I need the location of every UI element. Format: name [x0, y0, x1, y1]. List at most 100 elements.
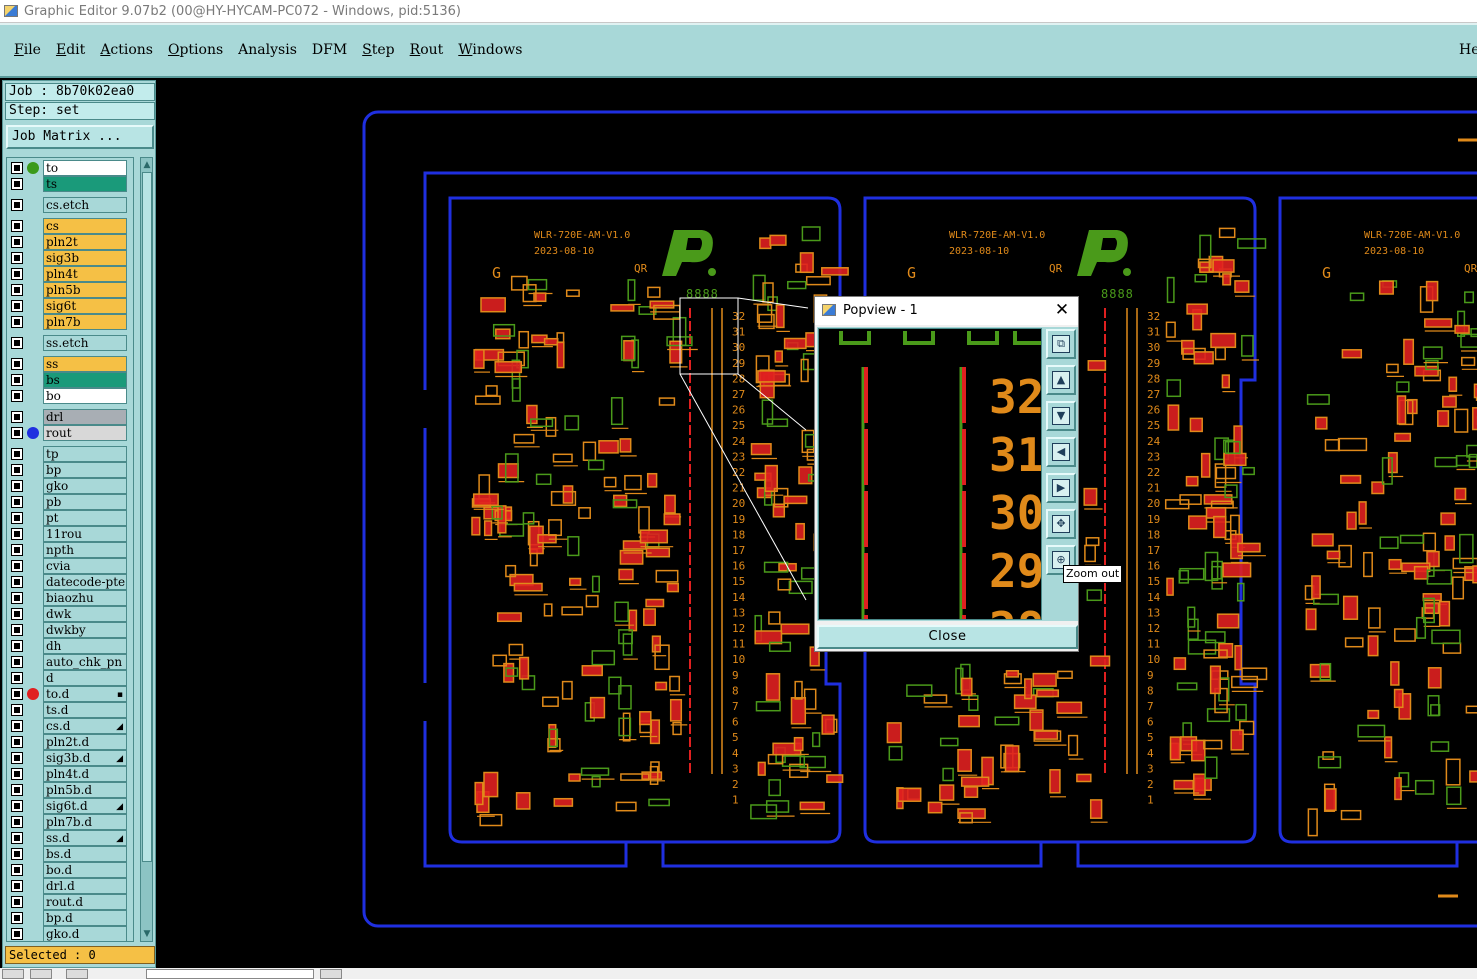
layer-checkbox[interactable] — [11, 800, 23, 812]
layer-row[interactable]: pln2t — [7, 234, 133, 250]
layer-row[interactable]: sig6t.d◢ — [7, 798, 133, 814]
layer-name[interactable]: to.d▪ — [43, 686, 127, 702]
layer-checkbox[interactable] — [11, 736, 23, 748]
layer-name[interactable]: cs.d◢ — [43, 718, 127, 734]
layer-name[interactable]: cvia — [43, 558, 127, 574]
scroll-thumb[interactable] — [142, 172, 152, 862]
layer-checkbox[interactable] — [11, 560, 23, 572]
menu-step[interactable]: Step — [362, 42, 394, 58]
layer-name[interactable]: bo — [43, 388, 127, 404]
layer-name[interactable]: sig3b.d◢ — [43, 750, 127, 766]
status-button[interactable] — [320, 969, 342, 979]
layer-row[interactable]: dwk — [7, 606, 133, 622]
layer-name[interactable]: tp — [43, 446, 127, 462]
layer-checkbox[interactable] — [11, 162, 23, 174]
layer-checkbox[interactable] — [11, 912, 23, 924]
layer-row[interactable]: npth — [7, 542, 133, 558]
layer-checkbox[interactable] — [11, 358, 23, 370]
menu-actions[interactable]: Actions — [100, 42, 153, 58]
layer-checkbox[interactable] — [11, 390, 23, 402]
layer-row[interactable]: pt — [7, 510, 133, 526]
layer-row[interactable]: sig6t — [7, 298, 133, 314]
layer-name[interactable]: bp — [43, 462, 127, 478]
scroll-up-icon[interactable]: ▲ — [143, 160, 151, 170]
layer-checkbox[interactable] — [11, 178, 23, 190]
layer-checkbox[interactable] — [11, 608, 23, 620]
layer-checkbox[interactable] — [11, 880, 23, 892]
layer-checkbox[interactable] — [11, 448, 23, 460]
layer-checkbox[interactable] — [11, 236, 23, 248]
zoom-out-button[interactable]: ⊕ — [1046, 545, 1076, 575]
layer-name[interactable]: ts.d — [43, 702, 127, 718]
layer-checkbox[interactable] — [11, 688, 23, 700]
layer-row[interactable]: to — [7, 160, 133, 176]
layer-row[interactable]: cs.etch — [7, 197, 133, 213]
job-matrix-button[interactable]: Job Matrix ... — [6, 125, 154, 149]
menu-dfm[interactable]: DFM — [312, 42, 347, 58]
layer-name[interactable]: 11rou — [43, 526, 127, 542]
layer-name[interactable]: pb — [43, 494, 127, 510]
pan-up-button[interactable]: ▲ — [1046, 365, 1076, 395]
menu-rout[interactable]: Rout — [410, 42, 444, 58]
layer-name[interactable]: drl.d — [43, 878, 127, 894]
layer-row[interactable]: datecode-pte — [7, 574, 133, 590]
menu-edit[interactable]: Edit — [56, 42, 85, 58]
layer-checkbox[interactable] — [11, 720, 23, 732]
layer-name[interactable]: ss.d◢ — [43, 830, 127, 846]
menu-file[interactable]: File — [14, 42, 41, 58]
layer-row[interactable]: pln2t.d — [7, 734, 133, 750]
layer-row[interactable]: dwkby — [7, 622, 133, 638]
layer-checkbox[interactable] — [11, 656, 23, 668]
layer-row[interactable]: tp — [7, 446, 133, 462]
layer-checkbox[interactable] — [11, 300, 23, 312]
layer-row[interactable]: dh — [7, 638, 133, 654]
layer-row[interactable]: bp.d — [7, 910, 133, 926]
layer-checkbox[interactable] — [11, 220, 23, 232]
menu-windows[interactable]: Windows — [458, 42, 522, 58]
layer-checkbox[interactable] — [11, 316, 23, 328]
close-icon[interactable]: ✕ — [1054, 300, 1070, 320]
layer-row[interactable]: pln4t — [7, 266, 133, 282]
layer-row[interactable]: pln5b — [7, 282, 133, 298]
layer-row[interactable]: sig3b — [7, 250, 133, 266]
layer-row[interactable]: bo — [7, 388, 133, 404]
layer-row[interactable]: ts — [7, 176, 133, 192]
layer-name[interactable]: drl — [43, 409, 127, 425]
layer-row[interactable]: drl — [7, 409, 133, 425]
status-button[interactable] — [66, 969, 88, 979]
layer-checkbox[interactable] — [11, 528, 23, 540]
layer-checkbox[interactable] — [11, 624, 23, 636]
layer-row[interactable]: to.d▪ — [7, 686, 133, 702]
zoom-fit-button[interactable]: ⧉ — [1046, 329, 1076, 359]
layer-name[interactable]: pln7b.d — [43, 814, 127, 830]
layer-row[interactable]: bp — [7, 462, 133, 478]
layer-checkbox[interactable] — [11, 816, 23, 828]
layer-checkbox[interactable] — [11, 268, 23, 280]
status-button[interactable] — [2, 969, 24, 979]
layer-checkbox[interactable] — [11, 576, 23, 588]
layer-row[interactable]: drl.d — [7, 878, 133, 894]
layer-checkbox[interactable] — [11, 672, 23, 684]
layer-row[interactable]: cs — [7, 218, 133, 234]
layer-checkbox[interactable] — [11, 480, 23, 492]
layer-row[interactable]: pln5b.d — [7, 782, 133, 798]
layer-row[interactable]: d — [7, 670, 133, 686]
layer-name[interactable]: bs — [43, 372, 127, 388]
layer-row[interactable]: ss.etch — [7, 335, 133, 351]
layer-name[interactable]: pln7b — [43, 314, 127, 330]
layer-row[interactable]: pln7b — [7, 314, 133, 330]
layer-row[interactable]: pb — [7, 494, 133, 510]
layer-row[interactable]: gko.d — [7, 926, 133, 941]
layer-name[interactable]: biaozhu — [43, 590, 127, 606]
layer-checkbox[interactable] — [11, 768, 23, 780]
menu-analysis[interactable]: Analysis — [238, 42, 297, 58]
layer-name[interactable]: pln5b.d — [43, 782, 127, 798]
layer-checkbox[interactable] — [11, 896, 23, 908]
layer-row[interactable]: bs.d — [7, 846, 133, 862]
popview-title-bar[interactable]: Popview - 1 ✕ — [815, 297, 1078, 325]
layer-checkbox[interactable] — [11, 832, 23, 844]
layer-row[interactable]: bs — [7, 372, 133, 388]
layer-row[interactable]: rout.d — [7, 894, 133, 910]
layer-name[interactable]: pln2t.d — [43, 734, 127, 750]
